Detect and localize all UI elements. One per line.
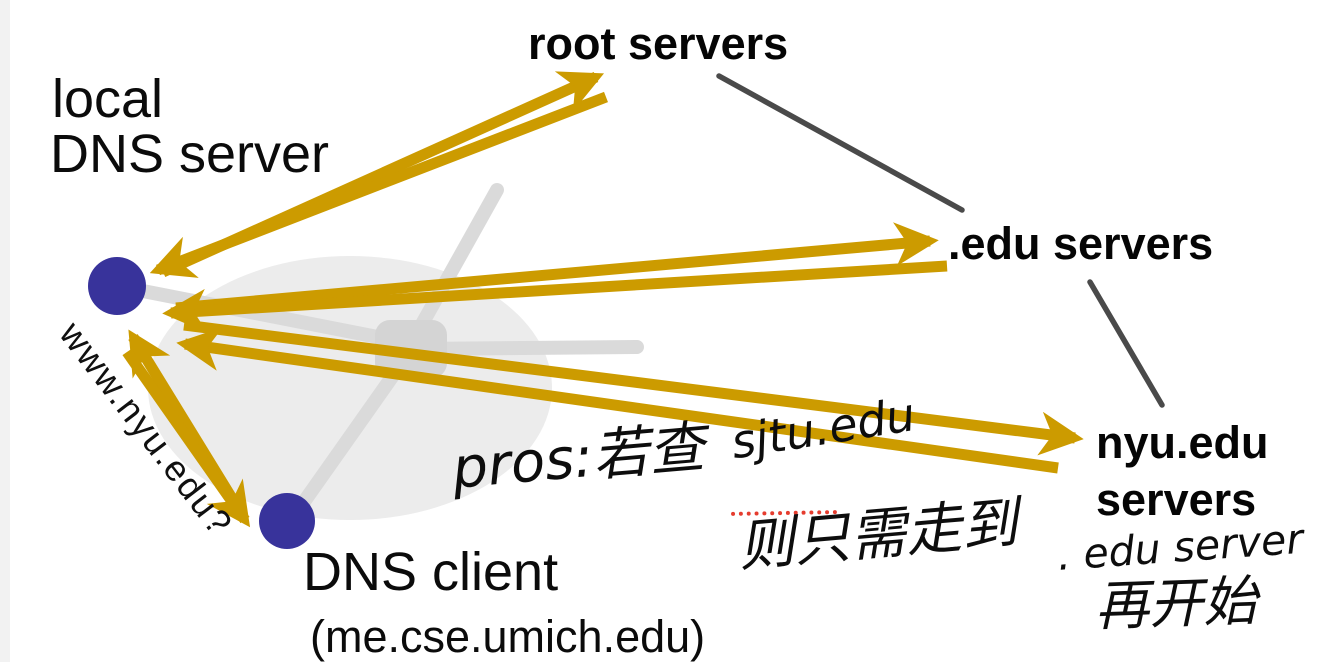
edu-servers-label: .edu servers bbox=[948, 218, 1213, 269]
edu-to-nyu-line bbox=[1087, 279, 1165, 408]
hub-spoke-client bbox=[294, 353, 411, 513]
root-servers-label: root servers bbox=[528, 18, 788, 69]
local-dns-node bbox=[88, 257, 146, 315]
left-edge-strip bbox=[0, 0, 10, 662]
arrow-response-to-client bbox=[122, 348, 251, 528]
dns-client-label: DNS client bbox=[303, 542, 558, 602]
hub-spoke-right bbox=[407, 340, 644, 356]
nyu-servers-label-line2: servers bbox=[1096, 474, 1256, 525]
local-dns-label-line2: DNS server bbox=[50, 124, 329, 184]
client-hostname-label: (me.cse.umich.edu) bbox=[310, 611, 705, 662]
arrow-query-to-nyu bbox=[183, 319, 1084, 456]
arrow-response-from-nyu bbox=[176, 327, 1059, 474]
arrow-response-from-edu bbox=[162, 260, 948, 333]
arrow-response-from-root bbox=[149, 91, 608, 278]
local-dns-label-line1: local bbox=[52, 69, 163, 129]
hub-spoke-topright bbox=[405, 183, 504, 349]
client-node bbox=[259, 493, 315, 549]
root-to-edu-line bbox=[716, 73, 965, 213]
arrow-query-to-edu bbox=[175, 222, 939, 314]
hub-ellipse bbox=[148, 256, 552, 520]
nyu-servers-label-line1: nyu.edu bbox=[1096, 417, 1269, 468]
handwritten-start-again: 再开始 bbox=[1093, 569, 1258, 638]
